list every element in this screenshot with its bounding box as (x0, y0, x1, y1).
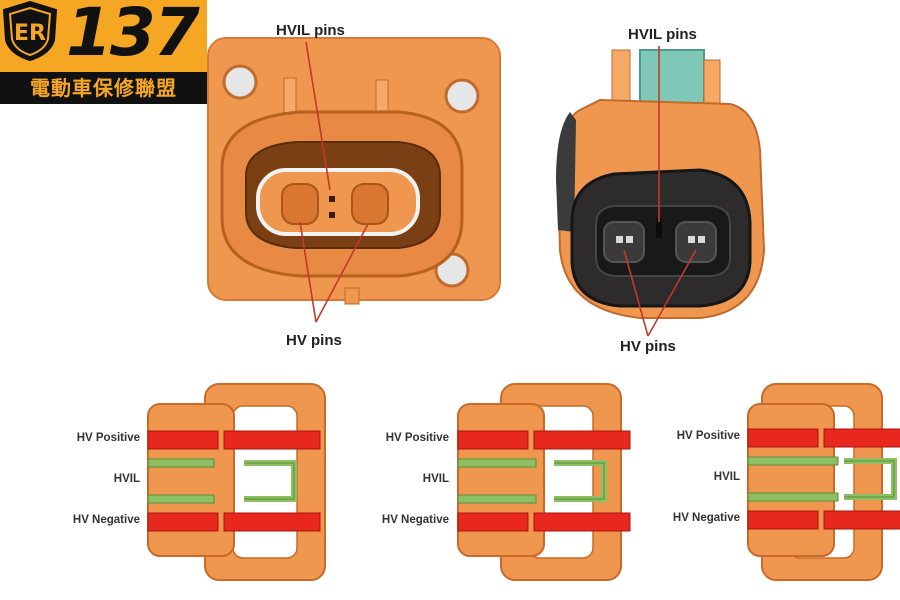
schematic-1-hv-positive-label: HV Positive (76, 432, 140, 444)
hvil-pin-upper (747, 456, 839, 466)
hv-positive-pin-header (533, 430, 631, 450)
hvil-bridge-outline (844, 460, 895, 498)
left-key (344, 287, 360, 305)
schematic-3-hv-positive-label: HV Positive (676, 430, 740, 442)
schematic-1-hvil-label: HVIL (113, 473, 140, 485)
hvil-pin-upper (147, 458, 215, 468)
right-hv-contact-2b (698, 236, 705, 243)
hvil-pin-lower (457, 494, 537, 504)
schematic-2 (457, 383, 631, 581)
hv-positive-pin-header (823, 428, 900, 448)
left-hv-pins-label: HV pins (286, 332, 342, 349)
schematic-3 (747, 383, 900, 581)
schematic-3-hvil-label: HVIL (713, 471, 740, 483)
right-hvil-slot (656, 218, 662, 238)
logo-number: 137 (66, 0, 200, 71)
header-window (232, 405, 298, 559)
right-hv-contact-1b (626, 236, 633, 243)
plug-body (747, 403, 835, 557)
left-hv-socket-2 (351, 183, 389, 225)
right-hv-pins-label: HV pins (620, 338, 676, 355)
right-hv-socket-1 (603, 221, 645, 263)
plug-body (147, 403, 235, 557)
right-connector-photo (556, 49, 766, 319)
hvil-pin-upper (457, 458, 537, 468)
plug-body (457, 403, 545, 557)
hv-negative-pin-plug (747, 510, 819, 530)
hv-negative-pin-header (223, 512, 321, 532)
left-hv-leader-2 (315, 223, 369, 323)
brand-logo: ER 137 電動車保修聯盟 (0, 0, 207, 104)
hvil-bridge-outline (244, 462, 295, 500)
hv-negative-pin-plug (457, 512, 529, 532)
schematic-3-hv-negative-label: HV Negative (672, 512, 740, 524)
right-dark-side (556, 112, 576, 232)
left-hv-leader-1 (299, 221, 317, 323)
hvil-bridge-outline (554, 462, 605, 500)
left-hvil-pins-label: HVIL pins (276, 22, 345, 39)
hvil-pin-lower (747, 492, 839, 502)
schematic-2-hvil-label: HVIL (422, 473, 449, 485)
right-hv-socket-2 (675, 221, 717, 263)
schematic-1-hv-negative-label: HV Negative (72, 514, 140, 526)
hv-positive-pin-plug (147, 430, 219, 450)
right-hv-contact-2a (688, 236, 695, 243)
hvil-pin-lower (147, 494, 215, 504)
left-connector-photo (207, 37, 501, 305)
left-screw-hole-tr (444, 78, 480, 114)
hv-positive-pin-plug (747, 428, 819, 448)
logo-subtitle: 電動車保修聯盟 (0, 72, 207, 104)
logo-emblem-text: ER (14, 21, 46, 46)
right-hv-contact-1a (616, 236, 623, 243)
schematic-2-hv-negative-label: HV Negative (381, 514, 449, 526)
shield-icon: ER (2, 0, 58, 62)
hv-negative-pin-header (533, 512, 631, 532)
left-hvil-pin-a (329, 196, 335, 202)
hv-negative-pin-plug (147, 512, 219, 532)
hv-positive-pin-plug (457, 430, 529, 450)
right-hv-leader-1 (623, 249, 649, 337)
right-hvil-pins-label: HVIL pins (628, 26, 697, 43)
right-cpa-lock (639, 49, 705, 107)
left-screw-hole-tl (222, 64, 258, 100)
schematic-2-hv-positive-label: HV Positive (385, 432, 449, 444)
hv-negative-pin-header (823, 510, 900, 530)
left-hvil-pin-b (329, 212, 335, 218)
right-hv-leader-2 (647, 249, 697, 337)
hv-positive-pin-header (223, 430, 321, 450)
callout-lines (299, 41, 697, 337)
schematic-1 (147, 383, 326, 581)
left-hvil-leader (305, 41, 331, 191)
